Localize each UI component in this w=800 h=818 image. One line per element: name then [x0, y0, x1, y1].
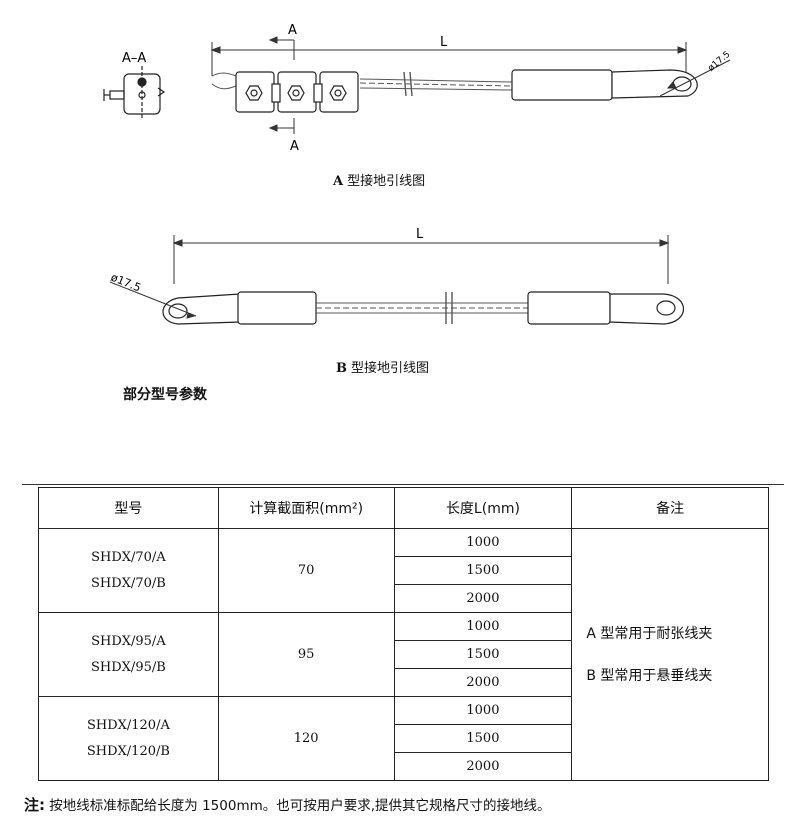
model-b: SHDX/120/B	[86, 743, 170, 759]
area-cell: 120	[217, 696, 395, 781]
model-a: SHDX/70/A	[91, 549, 166, 565]
caption-b: B 型接地引线图	[336, 357, 429, 376]
table-row: 1500	[39, 724, 769, 753]
stranded-cable-a	[211, 71, 513, 97]
length-cell: 1500	[393, 724, 573, 753]
remark-cell: A 型常用于耐张线夹 B 型常用于悬垂线夹	[571, 528, 769, 781]
table-row: 1500	[39, 640, 769, 669]
diameter-label-a: ø17.5	[706, 50, 732, 74]
length-label-b: L	[416, 227, 424, 242]
dimension-line-b	[172, 235, 670, 284]
diameter-leader-a	[659, 59, 731, 97]
model-b: SHDX/95/B	[91, 659, 166, 675]
caption-b-letter: B	[336, 361, 347, 376]
section-label: A–A	[122, 51, 146, 66]
model-a: SHDX/95/A	[91, 633, 166, 649]
parallel-groove-clamps	[235, 71, 359, 113]
footnote: 注: 按地线标准标配给长度为 1500mm。也可按用户要求,提供其它规格尺寸的接…	[24, 794, 551, 815]
terminal-lug-a	[511, 69, 698, 101]
table-row: 2000	[39, 584, 769, 613]
table-header-row: 型号 计算截面积(mm²) 长度L(mm) 备注	[38, 487, 769, 529]
model-a: SHDX/120/A	[86, 717, 170, 733]
cut-label-bottom: A	[290, 139, 299, 154]
header-area: 计算截面积(mm²)	[217, 487, 395, 529]
model-b: SHDX/70/B	[91, 575, 166, 591]
header-length: 长度L(mm)	[393, 487, 573, 529]
remark-b: B 型常用于悬垂线夹	[586, 667, 713, 684]
footnote-text: 按地线标准标配给长度为 1500mm。也可按用户要求,提供其它规格尺寸的接地线。	[49, 798, 551, 814]
footnote-label: 注:	[24, 796, 45, 814]
length-cell: 1000	[393, 696, 573, 725]
length-cell: 1000	[393, 528, 573, 557]
length-cell: 1500	[393, 640, 573, 669]
diameter-leader-b	[109, 281, 197, 319]
cut-label-top: A	[288, 23, 297, 38]
table-row: SHDX/70/A SHDX/70/B 70 1000 A 型常用于耐张线夹 B…	[38, 528, 769, 781]
terminal-lug-right	[527, 291, 684, 325]
cut-marker	[268, 36, 295, 134]
divider	[22, 484, 784, 485]
header-remark: 备注	[571, 487, 769, 529]
header-model: 型号	[38, 487, 219, 529]
dimension-line-a	[210, 42, 688, 78]
length-cell: 1500	[393, 556, 573, 585]
parameter-table: 型号 计算截面积(mm²) 长度L(mm) 备注 SHDX/70/A SHDX/…	[38, 487, 769, 781]
terminal-lug-left	[162, 291, 317, 325]
length-label-a: L	[440, 35, 448, 50]
length-cell: 2000	[393, 584, 573, 613]
stranded-cable-b	[316, 292, 528, 324]
remark-a: A 型常用于耐张线夹	[586, 625, 713, 642]
table-row: 2000	[39, 668, 769, 697]
section-title: 部分型号参数	[123, 387, 207, 403]
diagram-b: L ø17.5	[109, 227, 684, 325]
length-cell: 2000	[393, 668, 573, 697]
table-row: SHDX/120/A SHDX/120/B 120 1000	[38, 696, 769, 781]
table-row: 2000	[39, 752, 769, 781]
caption-a-letter: A	[333, 174, 344, 189]
area-cell: 70	[217, 528, 395, 613]
caption-a-text: 型接地引线图	[347, 174, 426, 189]
model-cell: SHDX/95/A SHDX/95/B	[38, 612, 219, 697]
model-cell: SHDX/120/A SHDX/120/B	[38, 696, 219, 781]
section-view-icon	[103, 66, 166, 120]
caption-b-text: 型接地引线图	[351, 361, 430, 376]
diameter-label-b: ø17.5	[109, 271, 143, 295]
area-cell: 95	[217, 612, 395, 697]
model-cell: SHDX/70/A SHDX/70/B	[38, 528, 219, 613]
length-cell: 1000	[393, 612, 573, 641]
diagram-a: A–A L A A	[103, 23, 732, 154]
length-cell: 2000	[393, 752, 573, 781]
